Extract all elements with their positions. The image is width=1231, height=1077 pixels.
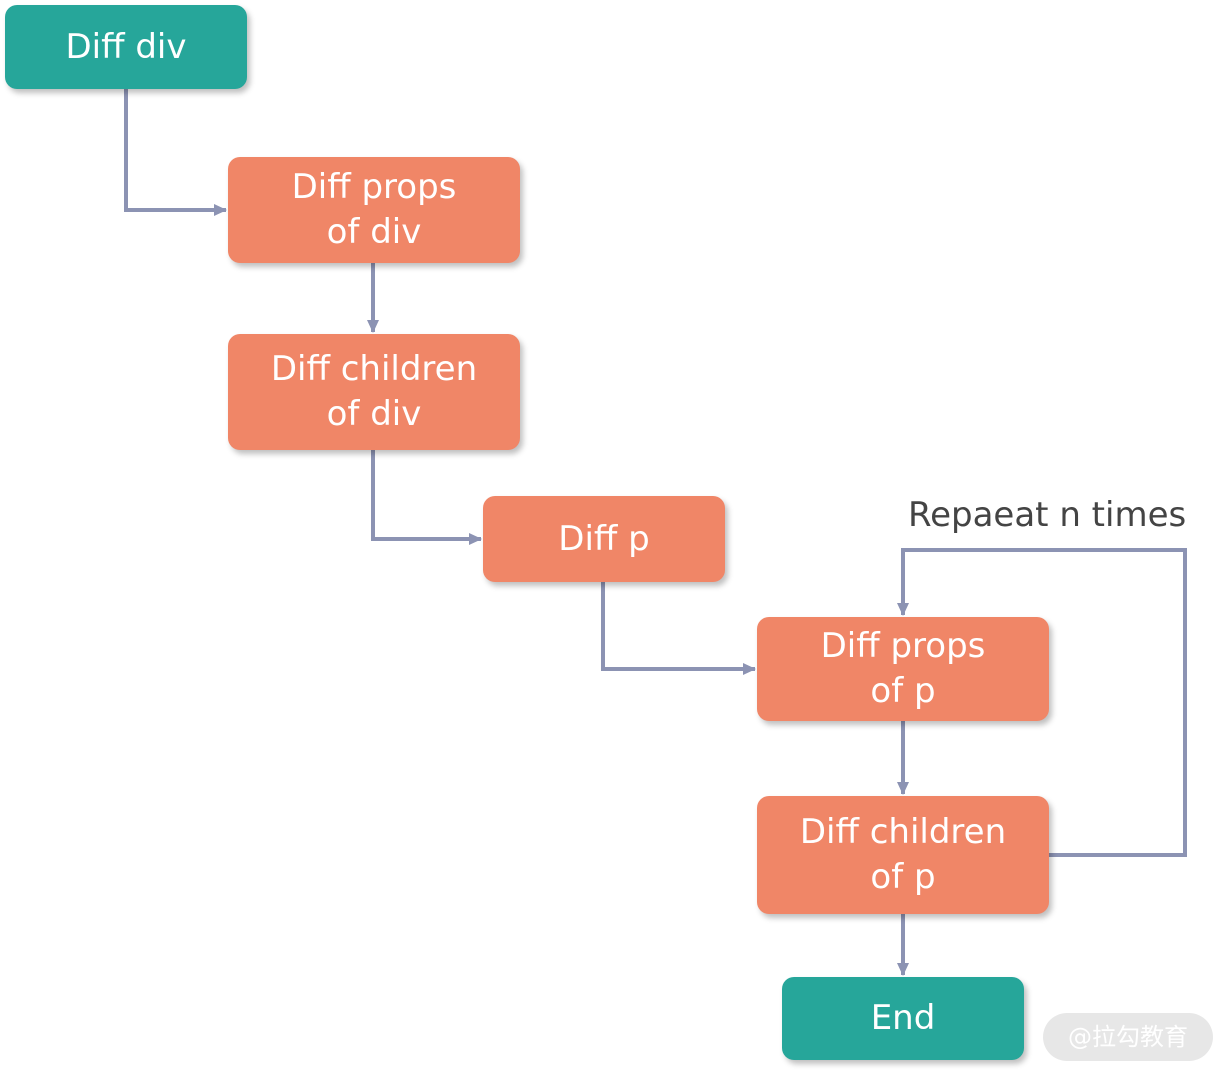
watermark-badge: @拉勾教育: [1043, 1013, 1213, 1061]
node-diff-children-of-p-line2: of p: [870, 857, 936, 897]
node-diff-p-label: Diff p: [558, 518, 650, 559]
node-diff-children-of-p-line1: Diff children: [799, 812, 1007, 852]
node-end-label: End: [870, 998, 936, 1038]
loop-label: Repaeat n times: [908, 495, 1187, 535]
node-diff-children-of-div-line2: of div: [326, 394, 422, 434]
connector-diff-p-to-props-p: [601, 582, 756, 675]
node-diff-div-label: Diff div: [65, 26, 187, 67]
node-diff-props-of-p-line1: Diff props: [820, 626, 986, 666]
node-diff-children-of-p: Diff children of p: [757, 796, 1049, 914]
node-diff-children-of-div: Diff children of div: [228, 334, 520, 450]
node-diff-children-of-div-line1: Diff children: [270, 349, 478, 389]
node-diff-props-of-div-line2: of div: [326, 212, 422, 252]
loop-connector-repeat: [897, 548, 1187, 857]
node-diff-p: Diff p: [483, 496, 725, 582]
node-diff-props-of-div-line1: Diff props: [291, 167, 457, 207]
node-diff-div: Diff div: [5, 5, 247, 89]
node-diff-props-of-div: Diff props of div: [228, 157, 520, 263]
node-end: End: [782, 977, 1024, 1060]
connector-children-div-to-diff-p: [371, 450, 482, 545]
node-diff-props-of-p-line2: of p: [870, 671, 936, 711]
connector-diff-div-to-props-div: [124, 89, 227, 216]
node-diff-props-of-p: Diff props of p: [757, 617, 1049, 721]
